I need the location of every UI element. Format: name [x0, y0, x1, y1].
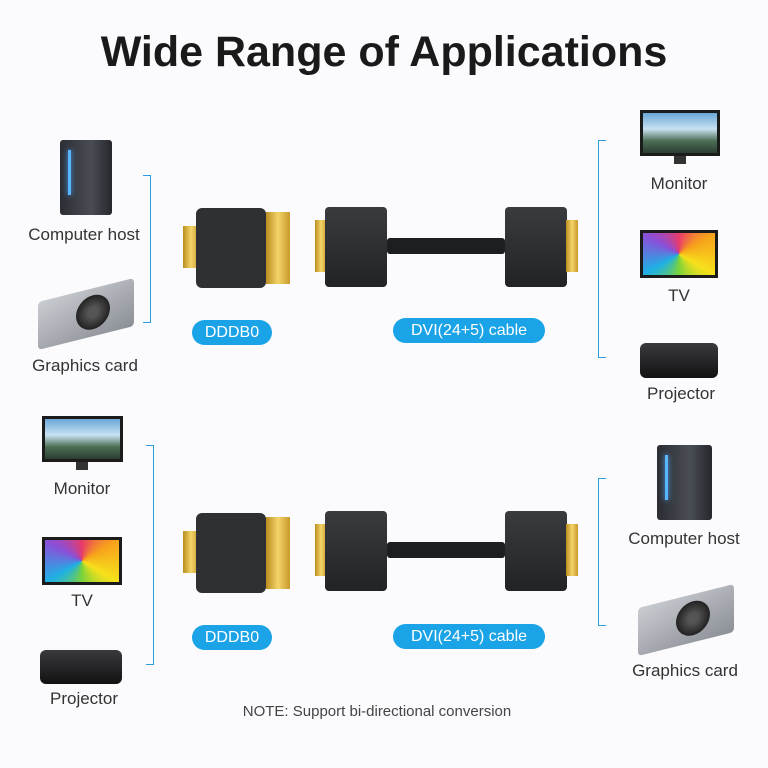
computer-host-image: [60, 140, 112, 215]
adapter-label-badge: DDDB0: [192, 625, 272, 650]
label-projector: Projector: [646, 384, 716, 403]
monitor-image: [640, 110, 720, 156]
dvi-cable-image: [387, 238, 505, 254]
dddb0-adapter-image: [196, 513, 266, 593]
monitor-image: [42, 416, 123, 462]
projector-image: [640, 343, 718, 378]
dddb0-adapter-image: [196, 208, 266, 288]
label-tv: TV: [668, 286, 690, 305]
computer-host-image: [657, 445, 712, 520]
tv-image: [42, 537, 122, 585]
cable-plug-left-pins: [315, 220, 327, 272]
cable-label-badge: DVI(24+5) cable: [393, 624, 545, 649]
dvi-cable-image: [387, 542, 505, 558]
label-monitor: Monitor: [53, 479, 111, 498]
dvi-connector: [266, 517, 290, 589]
label-computer-host: Computer host: [628, 529, 740, 548]
projector-image: [40, 650, 122, 684]
cable-label-badge: DVI(24+5) cable: [393, 318, 545, 343]
vga-connector: [183, 531, 199, 573]
cable-plug-right-pins: [566, 220, 578, 272]
label-graphics-card: Graphics card: [32, 356, 138, 375]
graphics-card-image: [38, 278, 134, 350]
dvi-connector: [266, 212, 290, 284]
cable-plug-right: [505, 511, 567, 591]
bracket-right: [598, 140, 606, 358]
adapter-label-badge: DDDB0: [192, 320, 272, 345]
bracket-left: [146, 445, 154, 665]
label-computer-host: Computer host: [28, 225, 140, 244]
monitor-stand: [76, 462, 88, 470]
label-monitor: Monitor: [650, 174, 708, 193]
monitor-stand: [674, 156, 686, 164]
tv-image: [640, 230, 718, 278]
cable-plug-right-pins: [566, 524, 578, 576]
label-graphics-card: Graphics card: [632, 661, 738, 680]
label-projector: Projector: [49, 689, 119, 708]
label-tv: TV: [71, 591, 93, 610]
vga-connector: [183, 226, 199, 268]
note-text: NOTE: Support bi-directional conversion: [242, 703, 512, 720]
cable-plug-left: [325, 207, 387, 287]
graphics-card-image: [638, 584, 734, 656]
bracket-left: [143, 175, 151, 323]
cable-plug-left-pins: [315, 524, 327, 576]
cable-plug-right: [505, 207, 567, 287]
page-title: Wide Range of Applications: [100, 28, 668, 76]
bracket-right: [598, 478, 606, 626]
cable-plug-left: [325, 511, 387, 591]
